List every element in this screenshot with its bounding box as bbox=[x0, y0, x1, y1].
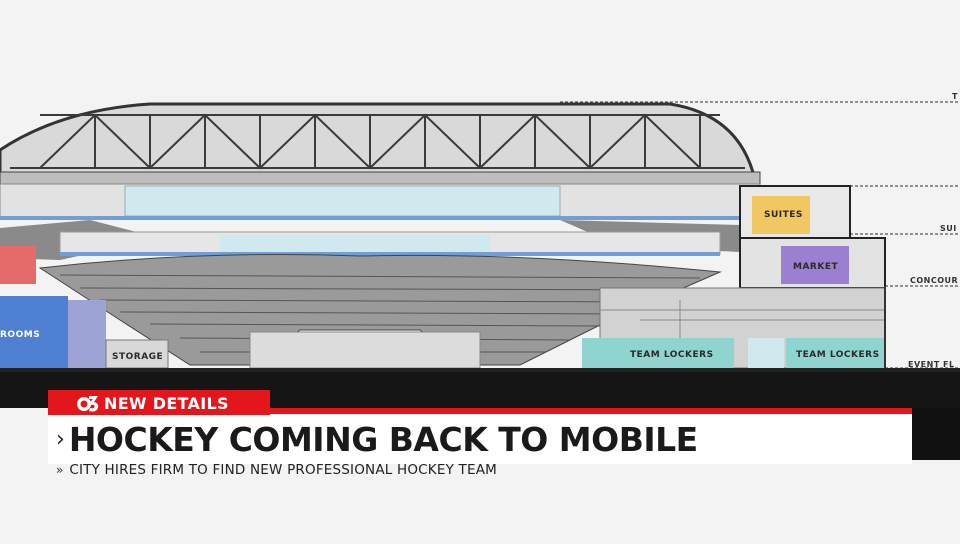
subline-text: CITY HIRES FIRM TO FIND NEW PROFESSIONAL… bbox=[69, 462, 497, 478]
channel-3-logo-icon bbox=[76, 393, 100, 413]
market-label: MARKET bbox=[793, 262, 839, 272]
black-side-band bbox=[912, 408, 960, 460]
market-room bbox=[781, 246, 849, 284]
storage-label: STORAGE bbox=[112, 352, 164, 362]
roof bbox=[0, 102, 757, 182]
level-label-event-floor: EVENT FL bbox=[908, 360, 955, 369]
new-details-tag: NEW DETAILS bbox=[48, 390, 270, 416]
rooms-label: ROOMS bbox=[0, 330, 41, 340]
double-chevron-icon: » bbox=[56, 463, 64, 477]
team-lockers-label-2: TEAM LOCKERS bbox=[796, 350, 880, 360]
subline-row: » CITY HIRES FIRM TO FIND NEW PROFESSION… bbox=[56, 460, 497, 480]
level-label-suites: SUI bbox=[940, 224, 957, 233]
news-lower-third: NEW DETAILS › HOCKEY COMING BACK TO MOBI… bbox=[0, 388, 960, 540]
tag-label: NEW DETAILS bbox=[104, 393, 229, 413]
level-label-concourse: CONCOUR bbox=[910, 276, 959, 285]
suites-label: SUITES bbox=[764, 210, 803, 220]
headline-box: › HOCKEY COMING BACK TO MOBILE bbox=[48, 415, 912, 464]
team-lockers-label-1: TEAM LOCKERS bbox=[630, 350, 714, 360]
rooms-block bbox=[0, 296, 68, 368]
suites-room bbox=[752, 196, 810, 234]
headline-text: HOCKEY COMING BACK TO MOBILE bbox=[68, 420, 698, 459]
team-lockers-2-room bbox=[786, 338, 884, 368]
roof-truss bbox=[10, 113, 745, 170]
red-accent-line bbox=[48, 408, 912, 414]
left-red-room bbox=[0, 246, 36, 284]
team-lockers-1-room bbox=[582, 338, 734, 368]
level-label-top: T bbox=[952, 92, 958, 101]
chevron-right-icon: › bbox=[56, 426, 65, 452]
